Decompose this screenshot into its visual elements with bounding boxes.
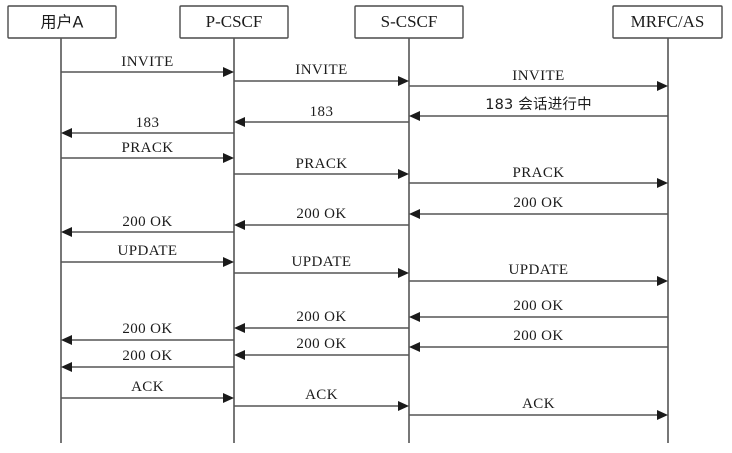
message-arrowhead xyxy=(409,209,420,219)
message-label: ACK xyxy=(131,379,164,395)
actor-box-ue[interactable] xyxy=(7,5,117,39)
message-14-update[interactable]: UPDATE xyxy=(234,254,409,278)
message-label: UPDATE xyxy=(509,262,569,278)
message-23-ack[interactable]: ACK xyxy=(234,387,409,411)
message-11-200-ok[interactable]: 200 OK xyxy=(234,206,409,230)
message-8-prack[interactable]: PRACK xyxy=(234,156,409,179)
message-arrowhead xyxy=(657,276,668,286)
lifelines-layer: 用户A P-CSCF S-CSCF MRFC/AS xyxy=(7,5,723,443)
message-label: 200 OK xyxy=(513,328,563,344)
message-label: PRACK xyxy=(121,140,173,156)
message-arrowhead xyxy=(398,76,409,86)
message-label: 200 OK xyxy=(296,206,346,222)
message-3-invite[interactable]: INVITE xyxy=(409,68,668,91)
message-arrowhead xyxy=(223,257,234,267)
message-label: 200 OK xyxy=(513,298,563,314)
message-arrowhead xyxy=(398,268,409,278)
message-22-ack[interactable]: ACK xyxy=(61,379,234,403)
message-arrowhead xyxy=(61,362,72,372)
message-arrowhead xyxy=(234,350,245,360)
actor-label-pcscf: P-CSCF xyxy=(206,12,263,31)
message-arrowhead xyxy=(409,342,420,352)
actor-label-scscf: S-CSCF xyxy=(381,12,438,31)
message-label: 200 OK xyxy=(122,321,172,337)
message-20-200-ok[interactable]: 200 OK xyxy=(234,336,409,360)
message-13-update[interactable]: UPDATE xyxy=(61,243,234,267)
message-arrowhead xyxy=(234,117,245,127)
message-7-prack[interactable]: PRACK xyxy=(61,140,234,163)
message-9-prack[interactable]: PRACK xyxy=(409,165,668,188)
message-19-200-ok[interactable]: 200 OK xyxy=(61,321,234,345)
message-label: PRACK xyxy=(512,165,564,181)
lifeline-scscf[interactable]: S-CSCF xyxy=(354,5,464,443)
message-label: ACK xyxy=(522,396,555,412)
message-6-183[interactable]: 183 xyxy=(61,115,234,138)
message-arrowhead xyxy=(223,393,234,403)
message-arrowhead xyxy=(409,111,420,121)
message-1-invite[interactable]: INVITE xyxy=(61,54,234,77)
message-label: 183 会话进行中 xyxy=(485,96,592,113)
message-12-200-ok[interactable]: 200 OK xyxy=(61,214,234,237)
actor-label-ue: 用户A xyxy=(41,13,84,32)
message-2-invite[interactable]: INVITE xyxy=(234,62,409,86)
message-15-update[interactable]: UPDATE xyxy=(409,262,668,286)
lifeline-pcscf[interactable]: P-CSCF xyxy=(179,5,289,443)
message-arrowhead xyxy=(234,220,245,230)
message-label: INVITE xyxy=(121,54,173,70)
actor-label-mrfc: MRFC/AS xyxy=(631,12,705,31)
message-label: 183 xyxy=(136,115,160,131)
lifeline-mrfc[interactable]: MRFC/AS xyxy=(612,5,723,443)
message-5-183[interactable]: 183 xyxy=(234,104,409,127)
message-label: PRACK xyxy=(295,156,347,172)
message-arrowhead xyxy=(223,153,234,163)
message-arrowhead xyxy=(657,81,668,91)
message-label: INVITE xyxy=(512,68,564,84)
message-label: UPDATE xyxy=(118,243,178,259)
message-arrowhead xyxy=(398,169,409,179)
message-17-200-ok[interactable]: 200 OK xyxy=(234,309,409,333)
message-label: 200 OK xyxy=(122,348,172,364)
message-label: 200 OK xyxy=(296,336,346,352)
message-24-ack[interactable]: ACK xyxy=(409,396,668,420)
message-arrowhead xyxy=(409,312,420,322)
message-10-200-ok[interactable]: 200 OK xyxy=(409,195,668,219)
message-label: 183 xyxy=(310,104,334,120)
message-arrowhead xyxy=(657,178,668,188)
message-arrowhead xyxy=(61,227,72,237)
message-label: 200 OK xyxy=(513,195,563,211)
message-arrowhead xyxy=(657,410,668,420)
message-arrowhead xyxy=(61,335,72,345)
message-16-200-ok[interactable]: 200 OK xyxy=(409,298,668,322)
message-label: 200 OK xyxy=(296,309,346,325)
message-4-183-会话进行中[interactable]: 183 会话进行中 xyxy=(409,96,668,121)
message-arrowhead xyxy=(223,67,234,77)
message-label: 200 OK xyxy=(122,214,172,230)
message-arrowhead xyxy=(61,128,72,138)
message-arrowhead xyxy=(398,401,409,411)
message-18-200-ok[interactable]: 200 OK xyxy=(409,328,668,352)
message-label: INVITE xyxy=(295,62,347,78)
message-label: UPDATE xyxy=(292,254,352,270)
message-arrowhead xyxy=(234,323,245,333)
message-label: ACK xyxy=(305,387,338,403)
lifeline-ue[interactable]: 用户A xyxy=(7,5,117,443)
message-21-200-ok[interactable]: 200 OK xyxy=(61,348,234,372)
